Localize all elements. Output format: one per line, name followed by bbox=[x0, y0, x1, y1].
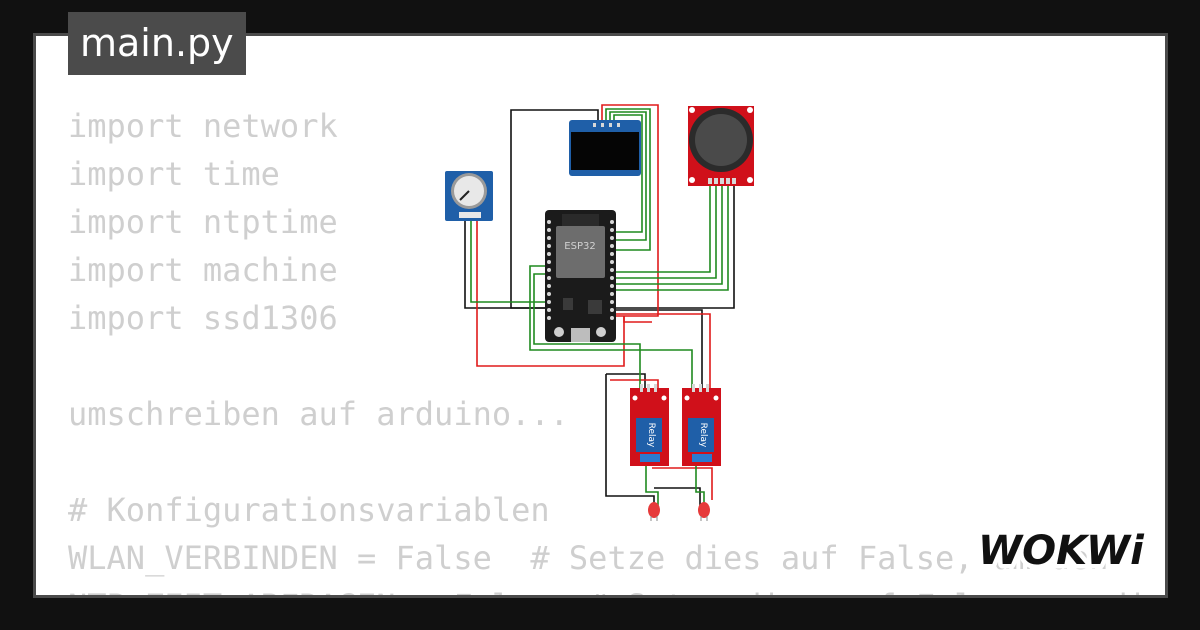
wire-red-1 bbox=[601, 104, 659, 317]
file-tab[interactable]: main.py bbox=[68, 12, 246, 75]
wire-green-6 bbox=[533, 273, 641, 390]
wire-green-11 bbox=[645, 462, 659, 506]
potentiometer[interactable] bbox=[445, 171, 493, 221]
relay-module-1[interactable]: Relay bbox=[630, 384, 669, 466]
code-line-1: import network bbox=[68, 107, 338, 145]
code-block: import network import time import ntptime i… bbox=[68, 102, 1165, 595]
wire-red-3 bbox=[614, 313, 711, 390]
potentiometer-knob-pointer bbox=[459, 190, 470, 201]
wire-red-4 bbox=[623, 316, 652, 323]
wokwi-logo-text-fill: WOKWi bbox=[978, 528, 1145, 574]
wire-green-4 bbox=[470, 218, 546, 303]
wire-green-3 bbox=[613, 114, 643, 233]
wire-red-6 bbox=[652, 467, 713, 500]
wire-green-7 bbox=[614, 184, 711, 273]
joystick[interactable] bbox=[688, 106, 754, 186]
code-line-2: import time bbox=[68, 155, 280, 193]
wire-black-2 bbox=[464, 218, 546, 309]
led-2[interactable] bbox=[698, 502, 710, 521]
esp32-pins-left bbox=[547, 220, 551, 320]
code-line-5: import ssd1306 bbox=[68, 299, 338, 337]
wire-green-1 bbox=[605, 108, 651, 251]
led-1[interactable] bbox=[648, 502, 660, 521]
wires bbox=[464, 104, 735, 510]
wire-green-9 bbox=[614, 184, 723, 285]
code-line-9: # Konfigurationsvariablen bbox=[68, 491, 550, 529]
wire-green-5 bbox=[529, 265, 693, 390]
wire-green-10 bbox=[614, 184, 729, 291]
wire-black-6 bbox=[614, 309, 703, 390]
wire-black-3 bbox=[614, 184, 735, 309]
wire-black-7 bbox=[654, 487, 701, 510]
oled-display[interactable] bbox=[569, 120, 641, 176]
wokwi-logo: WOKWi WOKWi bbox=[976, 528, 1148, 574]
wire-black-4 bbox=[606, 373, 646, 390]
wire-green-2 bbox=[609, 111, 647, 241]
code-line-7: umschreiben auf arduino... bbox=[68, 395, 569, 433]
relay-2-label: Relay bbox=[698, 423, 708, 448]
relay-1-label: Relay bbox=[646, 423, 656, 448]
wire-red-2 bbox=[476, 218, 625, 367]
code-line-11: NTP_ZEIT_ABFRAGEN = False # Setze dies a… bbox=[68, 582, 1165, 595]
code-line-3: import ntptime bbox=[68, 203, 338, 241]
wire-green-8 bbox=[614, 184, 717, 279]
code-line-10: WLAN_VERBINDEN = False # Setze dies auf … bbox=[68, 539, 1109, 577]
relay-module-2[interactable]: Relay bbox=[682, 384, 721, 466]
esp32-label: ESP32 bbox=[564, 241, 595, 252]
wire-red-5 bbox=[610, 379, 659, 390]
esp32-pins-right bbox=[610, 220, 614, 320]
wokwi-logo-text: WOKWi bbox=[978, 528, 1145, 574]
wire-green-12 bbox=[695, 462, 705, 506]
esp32-board[interactable]: ESP32 bbox=[545, 210, 616, 342]
code-line-4: import machine bbox=[68, 251, 338, 289]
